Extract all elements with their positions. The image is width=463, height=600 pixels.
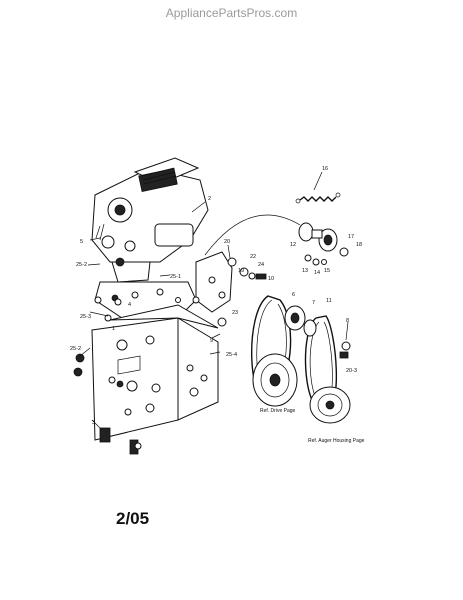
pulley-icon — [252, 305, 351, 424]
link-rod — [204, 214, 301, 256]
site-watermark: AppliancePartsPros.com — [165, 6, 298, 20]
pulley-icon — [298, 222, 349, 266]
callout-4: 4 — [128, 302, 131, 308]
callout-2: 2 — [208, 196, 211, 202]
callout-12: 12 — [290, 242, 296, 248]
callout-labels: 16 2 5 20 12 17 18 22 24 13 14 15 25-2 1… — [70, 166, 362, 426]
callout-13: 13 — [302, 268, 308, 274]
callout-1: 1 — [112, 326, 115, 332]
callout-19: 19 — [238, 268, 244, 274]
callout-9: 20-3 — [346, 368, 357, 374]
callout-10: 10 — [268, 276, 274, 282]
callout-5: 5 — [80, 239, 83, 245]
leader-lines — [79, 171, 349, 431]
callout-25-1: 25-1 — [170, 274, 181, 280]
callout-23: 23 — [232, 310, 238, 316]
callout-6: 6 — [292, 292, 295, 298]
callout-7: 7 — [312, 300, 315, 306]
ref-drive-page: Ref. Drive Page — [260, 408, 296, 414]
callout-14: 14 — [314, 270, 320, 276]
bracket-icon — [195, 251, 233, 313]
callout-20-3: 9 — [210, 338, 213, 344]
bolt-icon — [73, 257, 351, 455]
callout-24: 24 — [258, 262, 264, 268]
frame-plate-icon — [91, 281, 219, 441]
callout-25-3: 25-3 — [80, 314, 91, 320]
ref-auger-housing-page: Ref. Auger Housing Page — [308, 438, 365, 444]
callout-8: 8 — [346, 318, 349, 324]
callout-25-4: 25-4 — [226, 352, 237, 358]
callout-25-2-bottom: 25-2 — [70, 346, 81, 352]
spring-icon — [295, 192, 341, 204]
callout-11: 11 — [326, 298, 332, 304]
callout-22: 22 — [250, 254, 256, 260]
callout-16: 16 — [322, 166, 328, 172]
callout-15: 15 — [324, 268, 330, 274]
callout-17: 17 — [348, 234, 354, 240]
callout-20: 20 — [224, 239, 230, 245]
callout-25-2-top: 25-2 — [76, 262, 87, 268]
callout-3: 3 — [92, 420, 95, 426]
engine-icon — [91, 157, 209, 283]
date-code: 2/05 — [116, 509, 150, 528]
callout-18: 18 — [356, 242, 362, 248]
